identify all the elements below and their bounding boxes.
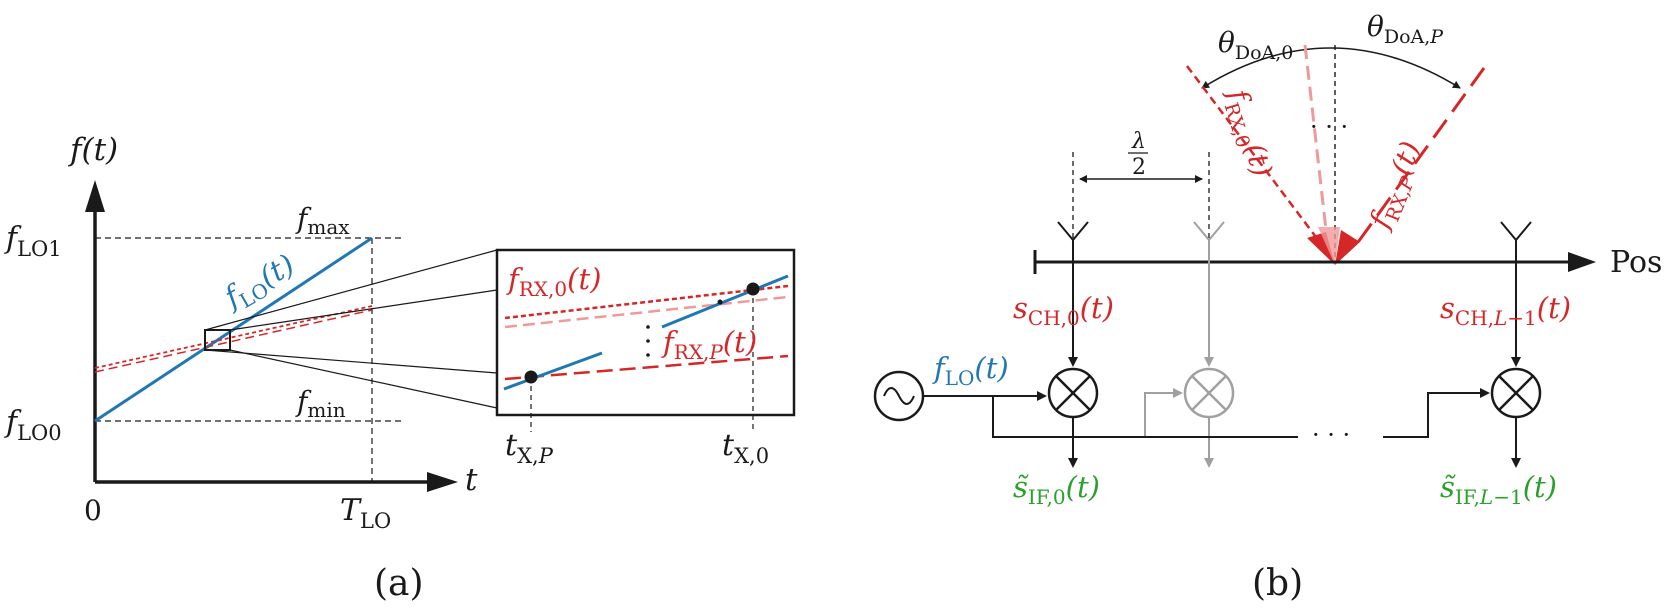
origin-label: 0 <box>84 494 102 527</box>
x-axis-label: t <box>465 462 478 498</box>
zoom-rxP-line <box>504 354 789 381</box>
rxP-wave-label: fRX,P(t) <box>1362 137 1432 237</box>
zoom-leader <box>204 349 498 374</box>
lo-bus <box>992 396 1298 438</box>
panel-b: θDoA,0 θDoA,P · · · fRX,0(t) fRX,P(t) λ … <box>873 10 1662 604</box>
oscillator-sine-icon <box>883 387 915 405</box>
x-axis-arrow <box>427 472 458 492</box>
y-axis-label: f(t) <box>68 132 118 168</box>
rx0-wave <box>1186 65 1323 246</box>
schL-label: sCH,L−1(t) <box>1440 291 1571 330</box>
mixer-0-cross <box>1055 375 1091 411</box>
rx-light-wave <box>1303 44 1328 231</box>
sif0-label: s̃IF,0(t) <box>1013 470 1100 509</box>
half-lambda-den: 2 <box>1132 155 1146 180</box>
mixer-1-cross <box>1191 375 1227 411</box>
zoom-panel <box>495 248 796 417</box>
txP-label: tX,P <box>505 428 554 468</box>
thetaP-label: θDoA,P <box>1367 10 1444 48</box>
antenna-last <box>1500 221 1532 262</box>
caption-a: (a) <box>374 563 424 604</box>
lo-bus-right <box>1383 388 1490 438</box>
small-point <box>717 299 723 305</box>
half-lambda-num: λ <box>1131 129 1146 154</box>
ch1-lo-feed <box>1144 388 1183 437</box>
zoom-leader <box>229 289 498 331</box>
rxP-line <box>94 309 373 373</box>
tx0-label: tX,0 <box>722 428 769 468</box>
y-axis-arrow <box>85 180 105 212</box>
wave-arrowhead <box>1335 230 1360 265</box>
wave-arrowhead-light <box>1318 227 1340 265</box>
antenna-1 <box>1193 221 1225 262</box>
theta0-label: θDoA,0 <box>1218 26 1293 64</box>
lo-input-label: fLO(t) <box>932 351 1009 390</box>
zoom-leader <box>204 249 498 331</box>
rx0-line <box>94 305 373 369</box>
antenna-0 <box>1057 221 1089 262</box>
t-lo-label: TLO <box>340 493 391 533</box>
zoom-lo-segment <box>503 351 603 391</box>
lo-signal-label: fLO(t) <box>217 247 303 319</box>
zoom-dot <box>646 325 650 329</box>
bottom-dots: · · · <box>1312 421 1350 449</box>
zoom-lo-segment <box>661 274 789 329</box>
mixer-last-cross <box>1498 375 1534 411</box>
rx0-wave-label: fRX,0(t) <box>1216 83 1279 182</box>
doa-arc <box>1201 47 1461 89</box>
pos-label: Pos <box>1610 245 1662 280</box>
sch0-label: sCH,0(t) <box>1013 291 1114 330</box>
f-lo0-label: fLO0 <box>4 405 62 445</box>
panel-a: f(t) t 0 fLO1 fLO0 fmax fmin TLO fLO(t) … <box>4 132 796 604</box>
position-axis-arrow <box>1568 252 1596 272</box>
f-lo1-label: fLO1 <box>4 221 62 261</box>
zoom-rx0-label: fRX,0(t) <box>506 262 601 301</box>
rxP-wave <box>1354 67 1486 246</box>
f-min-label: fmin <box>295 385 346 422</box>
f-max-label: fmax <box>295 202 350 239</box>
zoom-dot <box>646 339 650 343</box>
caption-b: (b) <box>1252 563 1303 604</box>
sifL-label: s̃IF,L−1(t) <box>1440 470 1557 509</box>
zoom-dot <box>646 353 650 357</box>
zoom-rx-light-line <box>504 295 789 329</box>
zoom-leader <box>229 349 498 409</box>
zoom-source-box <box>204 329 231 351</box>
